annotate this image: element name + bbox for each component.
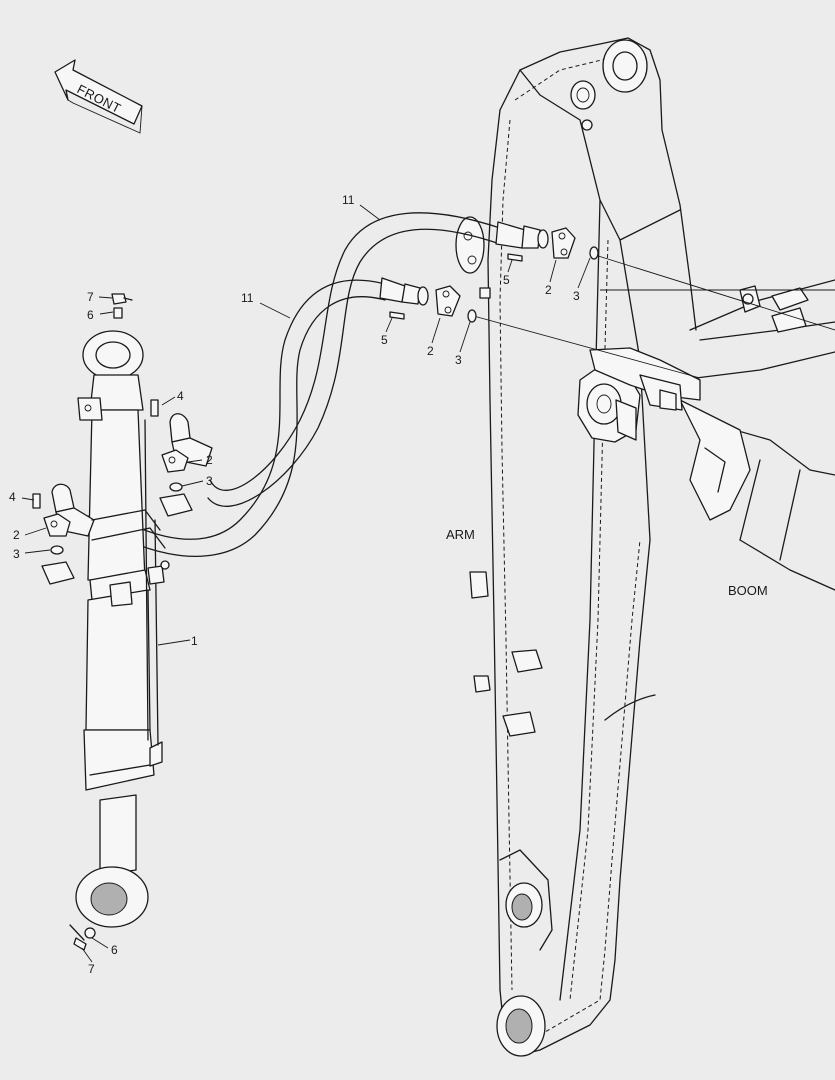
callout-7-bottom: 7 [88, 962, 95, 976]
hose-assembly-lower [87, 279, 386, 557]
arm-label: ARM [446, 527, 475, 542]
hose-assembly-upper [207, 212, 501, 507]
callout-1: 1 [191, 634, 198, 648]
callout-5-b: 5 [381, 333, 388, 347]
callout-numbers: 1 4 2 3 4 2 3 7 6 6 7 11 11 5 2 3 5 2 3 [9, 193, 580, 976]
callout-5-a: 5 [503, 273, 510, 287]
callout-3-mid: 3 [206, 474, 213, 488]
callout-6-top: 6 [87, 308, 94, 322]
grease-fitting-top [111, 293, 133, 319]
cylinder-elbow-fitting-lower [32, 483, 95, 585]
callout-3-left: 3 [13, 547, 20, 561]
callout-2-left: 2 [13, 528, 20, 542]
callout-3-a: 3 [573, 289, 580, 303]
grease-fitting-bottom [69, 924, 96, 951]
assembly-reference-lines [469, 254, 835, 379]
callout-2-b: 2 [427, 344, 434, 358]
front-direction-arrow: FRONT [54, 59, 143, 134]
cylinder-elbow-fitting-upper [150, 399, 213, 517]
hydraulic-cylinder [75, 330, 170, 928]
boom-label: BOOM [728, 583, 768, 598]
callout-6-bottom: 6 [111, 943, 118, 957]
arm-structure: ARM [446, 37, 697, 1057]
callout-4-left: 4 [9, 490, 16, 504]
callout-11-lower: 11 [241, 291, 254, 305]
callout-4-mid: 4 [177, 389, 184, 403]
cylinder-clamp-band [91, 509, 166, 549]
boom-structure: BOOM [577, 279, 835, 598]
callout-leader-lines [21, 204, 591, 963]
callout-3-b: 3 [455, 353, 462, 367]
callout-2-a: 2 [545, 283, 552, 297]
lower-hose-end-fitting [379, 277, 477, 323]
callout-7-top: 7 [87, 290, 94, 304]
upper-hose-end-fitting [495, 221, 599, 262]
callout-2-mid: 2 [206, 453, 213, 467]
callout-11-upper: 11 [342, 193, 355, 207]
